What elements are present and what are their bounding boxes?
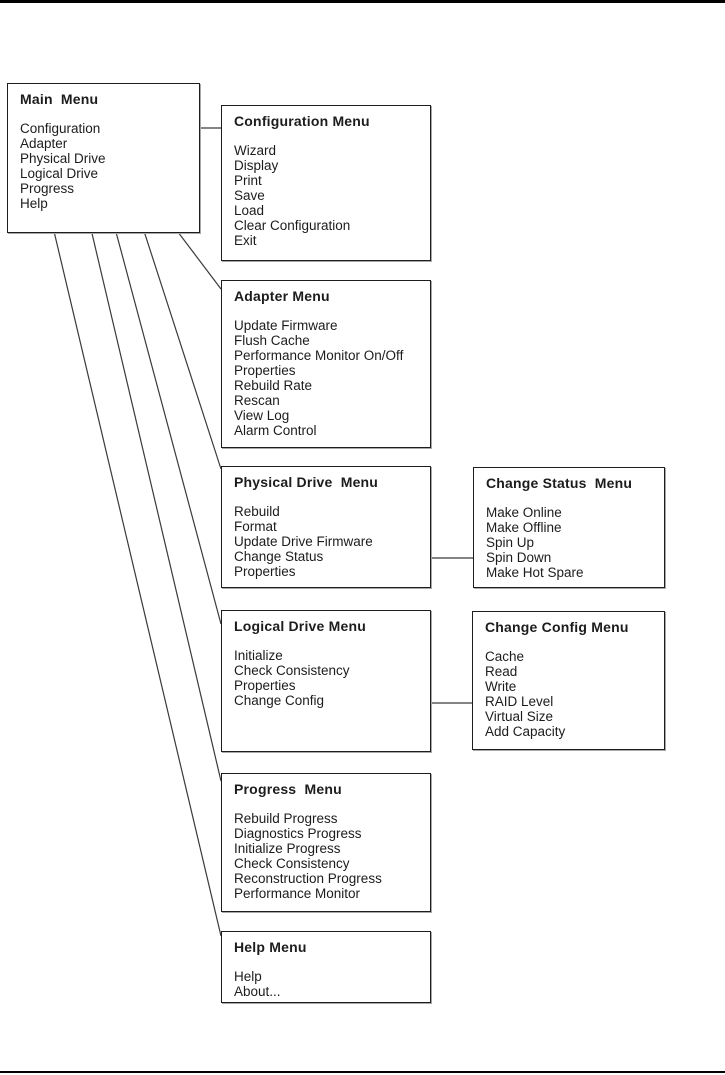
menu-item: Load [234, 203, 265, 218]
menu-item: Performance Monitor [234, 886, 361, 901]
menu-item: Rebuild Rate [234, 378, 313, 393]
menu-item: Initialize Progress [234, 841, 341, 856]
menu-title: Progress Menu [234, 781, 342, 797]
menu-title: Adapter Menu [234, 288, 330, 304]
menu-item: Exit [234, 233, 257, 248]
menu-item: Diagnostics Progress [234, 826, 362, 841]
menu-item: Rebuild Progress [234, 811, 338, 826]
menu-item: Properties [234, 678, 296, 693]
menu-item: Help [20, 196, 48, 211]
menu-item: Change Status [234, 549, 324, 564]
menu-item: Display [234, 158, 279, 173]
menu-item: About... [234, 984, 281, 999]
menu-item: Progress [20, 181, 75, 196]
menu-item: Initialize [234, 648, 283, 663]
menu-item: Configuration [20, 121, 101, 136]
menu-item: Write [485, 679, 517, 694]
menu-item: RAID Level [485, 694, 554, 709]
menu-item: Virtual Size [485, 709, 554, 724]
menu-item: Help [234, 969, 262, 984]
menu-item: View Log [234, 408, 290, 423]
menu-item: Check Consistency [234, 856, 350, 871]
menu-item: Flush Cache [234, 333, 310, 348]
bottom-page-rule [0, 1071, 725, 1073]
menu-item: Change Config [234, 693, 325, 708]
menu-title: Logical Drive Menu [234, 618, 366, 634]
menu-title: Help Menu [234, 939, 307, 955]
connector-help [47, 205, 222, 937]
menu-item: Make Hot Spare [486, 565, 584, 580]
menu-item: Save [234, 188, 265, 203]
connector-logical-drive [100, 175, 222, 625]
menu-item: Spin Down [486, 550, 552, 565]
menu-item: Make Offline [486, 520, 562, 535]
menu-item: Print [234, 173, 262, 188]
menu-title: Change Status Menu [486, 475, 633, 491]
menu-item: Check Consistency [234, 663, 350, 678]
menu-item: Reconstruction Progress [234, 871, 382, 886]
menu-item: Physical Drive [20, 151, 106, 166]
menu-item: Adapter [20, 136, 68, 151]
menu-item: Make Online [486, 505, 562, 520]
connector-progress [81, 190, 222, 782]
menu-item: Read [485, 664, 518, 679]
menu-item: Update Drive Firmware [234, 534, 373, 549]
menu-item: Properties [234, 564, 296, 579]
menu-title: Main Menu [20, 91, 99, 107]
menu-item: Update Firmware [234, 318, 338, 333]
menu-item: Rescan [234, 393, 280, 408]
menu-title: Physical Drive Menu [234, 474, 379, 490]
menu-title: Change Config Menu [485, 619, 629, 635]
menu-item: Cache [485, 649, 525, 664]
menu-item: Alarm Control [234, 423, 317, 438]
menu-item: Rebuild [234, 504, 280, 519]
menu-item: Spin Up [486, 535, 535, 550]
menu-item: Format [234, 519, 277, 534]
menu-item: Performance Monitor On/Off [234, 348, 404, 363]
menu-item: Add Capacity [485, 724, 566, 739]
menu-item: Clear Configuration [234, 218, 351, 233]
menu-item: Logical Drive [20, 166, 99, 181]
menu-item: Properties [234, 363, 296, 378]
top-page-rule [0, 0, 725, 3]
menu-item: Wizard [234, 143, 277, 158]
menu-title: Configuration Menu [234, 113, 370, 129]
